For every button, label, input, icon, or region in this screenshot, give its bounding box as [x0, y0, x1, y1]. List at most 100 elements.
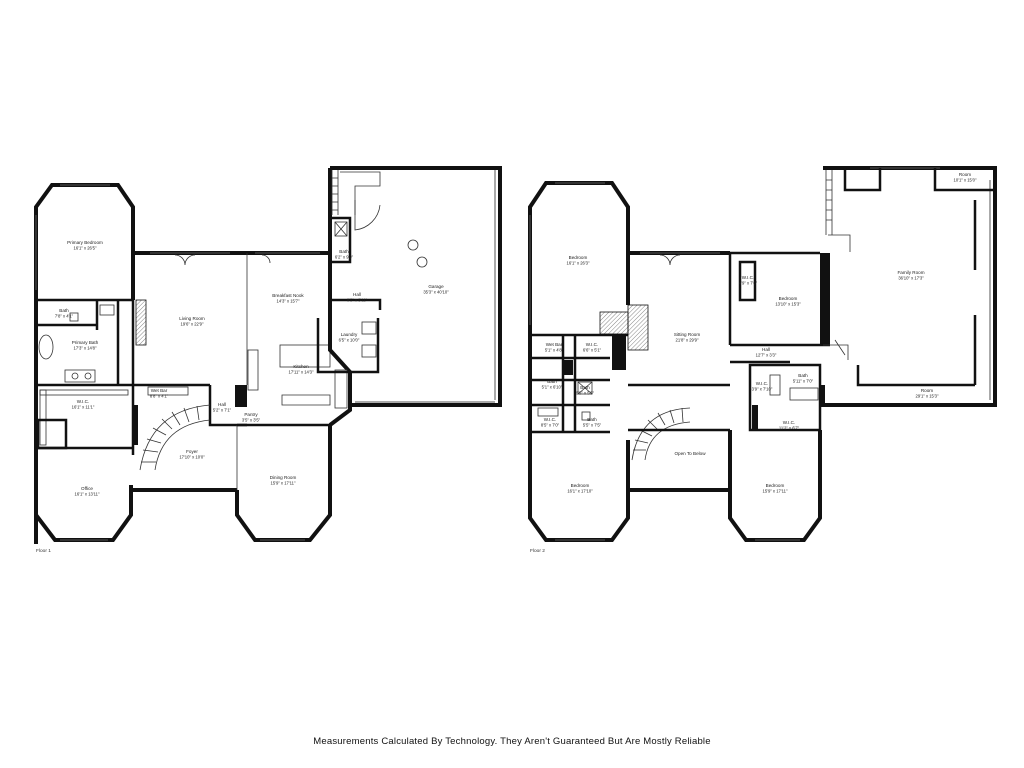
west-wall	[34, 300, 38, 544]
room-name: Bath	[339, 249, 349, 254]
living-room-fireplace	[135, 299, 147, 346]
room-dimensions: 3'9" x 7'10"	[752, 387, 773, 392]
room-dimensions: 5'1" x 6'10"	[542, 385, 563, 390]
room-dimensions: 6'6" x 5'1"	[583, 348, 602, 353]
f2-stair-treads	[633, 407, 684, 451]
room-dimensions: 17'3" x 14'8"	[74, 346, 97, 351]
room-name: Laundry	[341, 332, 358, 337]
sink-2	[71, 372, 79, 380]
f2-room-1-walls	[933, 168, 995, 192]
room-name: Office	[81, 486, 93, 491]
room-name: Family Room	[897, 270, 924, 275]
room-name: Garage	[428, 284, 444, 289]
room-name: Foyer	[186, 449, 198, 454]
wet-bar-counter	[147, 386, 189, 396]
room-dimensions: 16'1" x 13'11"	[75, 492, 100, 497]
room-dimensions: 5'5" x 7'5"	[583, 423, 602, 428]
f2-toilet-1	[581, 411, 591, 421]
room-name: Open To Below	[674, 451, 706, 456]
room-name: Hall	[762, 347, 770, 352]
room-dimensions: 7'8" x 4'1"	[55, 314, 74, 319]
f2-closet-top	[843, 168, 882, 192]
floor-2-label: Floor 2	[530, 548, 545, 554]
room-dimensions: 14'3" x 15'7"	[277, 299, 300, 304]
tub	[38, 334, 54, 360]
room-dimensions: 16'1" x 26'5"	[74, 246, 97, 251]
wic-shelf-left	[39, 389, 47, 446]
room-name: Wet Bar	[151, 388, 168, 393]
room-dimensions: 36'10" x 17'3"	[898, 276, 924, 281]
room-dimensions: 16'1" x 11'1"	[72, 405, 95, 410]
room-name: W.I.C.	[783, 420, 796, 425]
f2-fireplace	[599, 311, 629, 335]
vanity-1	[99, 304, 115, 316]
breakfast-door	[261, 254, 271, 264]
floor-2-plan: Floor 2	[528, 166, 997, 554]
f2-wic-3-walls	[738, 260, 757, 302]
room-dimensions: 6'5" x 10'0"	[339, 338, 360, 343]
wic-shelf-top	[39, 389, 129, 396]
f2-stair-landing	[828, 234, 851, 252]
room-name: Breakfast Nook	[272, 293, 304, 298]
kitchen-peninsula	[281, 394, 331, 406]
room-dimensions: 4'9" x 7'6"	[739, 281, 758, 286]
room-dimensions: 8'5" x 5'11"	[347, 298, 368, 303]
toilet-1	[69, 312, 79, 322]
room-dimensions: 16'1" x 26'3"	[567, 261, 590, 266]
room-dimensions: 15'9" x 17'11"	[763, 489, 788, 494]
garage-stairs	[331, 170, 339, 215]
garage-door-swing	[354, 200, 381, 231]
room-name: Bedroom	[766, 483, 785, 488]
room-name: Primary Bath	[72, 340, 99, 345]
room-name: W.I.C.	[77, 399, 90, 404]
room-dimensions: 3'5" x 3'5"	[242, 418, 261, 423]
hall-walls	[208, 385, 247, 427]
measurement-disclaimer: Measurements Calculated By Technology. T…	[313, 736, 711, 747]
dryer	[361, 344, 377, 358]
foyer-south	[129, 485, 237, 492]
room-name: Kitchen	[293, 364, 309, 369]
kitchen-counter-west	[247, 349, 259, 391]
room-name: Bath	[547, 379, 557, 384]
room-dimensions: 13'10" x 15'3"	[775, 302, 801, 307]
room-label-f2-wic-2: W.I.C.8'5" x 7'0"	[541, 417, 560, 428]
room-dimensions: 6'5" x 5'5"	[576, 391, 595, 396]
room-name: Living Room	[179, 316, 205, 321]
room-name: Hall	[353, 292, 361, 297]
room-name: Wet Bar	[546, 342, 563, 347]
room-label-f2-wic-5: W.I.C.11'2" x 6'7"	[779, 420, 800, 431]
room-name: Room	[959, 172, 971, 177]
room-dimensions: 15'9" x 17'11"	[271, 481, 296, 486]
f2-vanity-1	[537, 407, 559, 417]
room-dimensions: 17'10" x 10'0"	[179, 455, 205, 460]
room-label-f2-wic-3: W.I.C.4'9" x 7'6"	[739, 275, 758, 286]
room-name: Sitting Room	[674, 332, 700, 337]
room-name: Bath	[798, 373, 808, 378]
pantry-column	[235, 385, 247, 407]
room-label-f1-wic: W.I.C.16'1" x 11'1"	[72, 399, 95, 410]
washer	[361, 321, 377, 335]
room-dimensions: 21'8" x 29'9"	[676, 338, 699, 343]
room-dimensions: 6'2" x 9'9"	[335, 255, 354, 260]
room-dimensions: 35'3" x 40'10"	[423, 290, 449, 295]
f2-room-2-north	[856, 365, 975, 387]
room-name: Pantry	[244, 412, 258, 417]
room-dimensions: 5'1" x 4'8"	[545, 348, 564, 353]
